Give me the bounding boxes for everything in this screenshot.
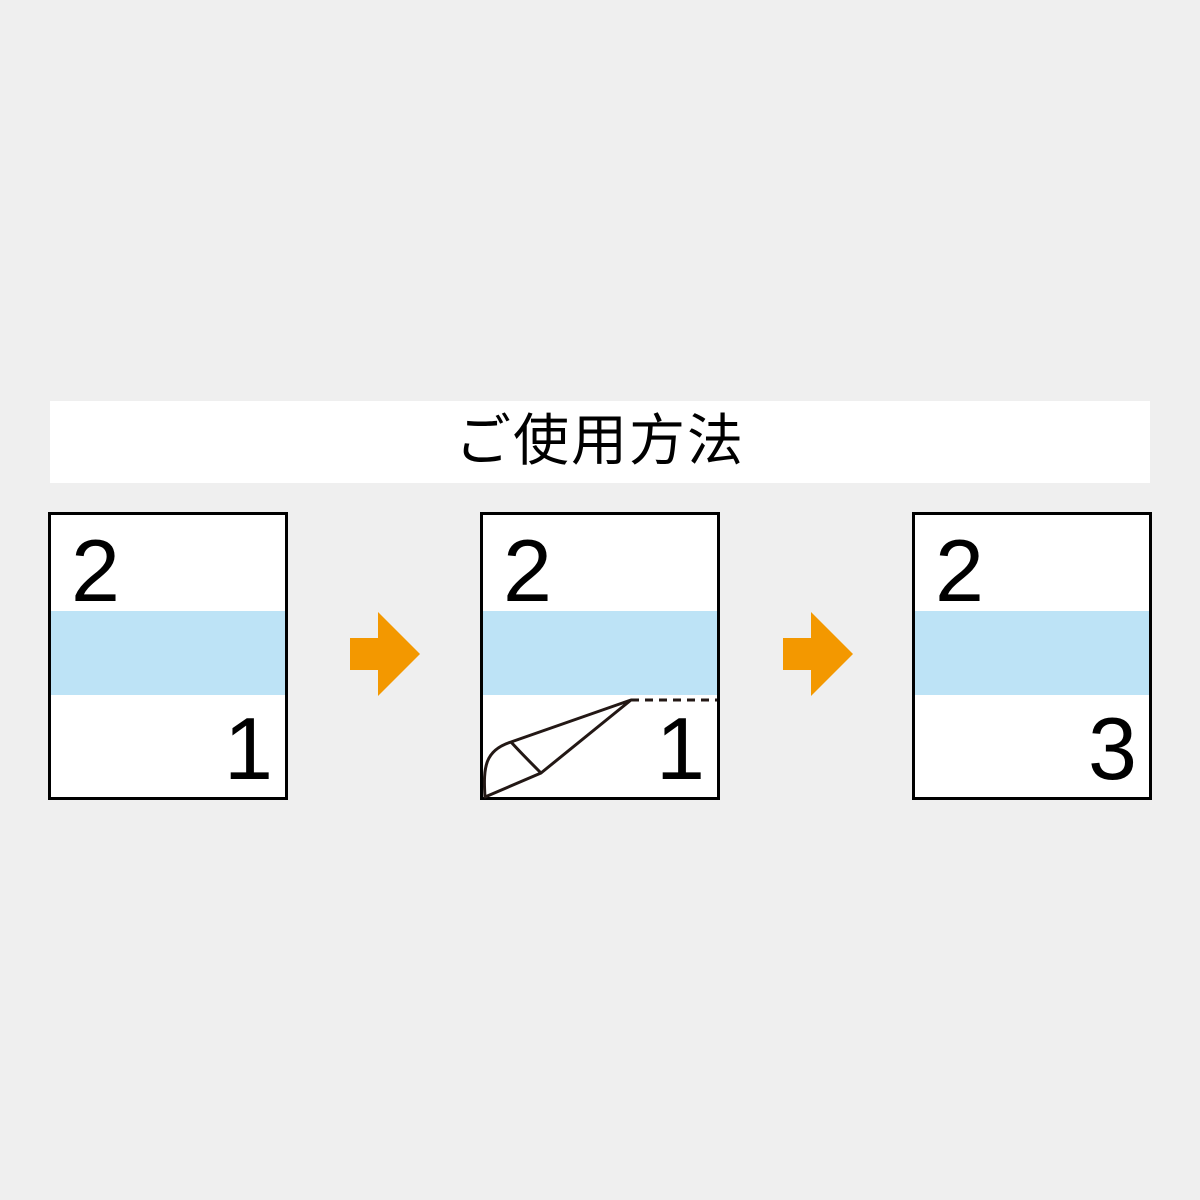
arrow-right-icon: [350, 612, 420, 696]
peel-flap: [482, 698, 633, 799]
peel-corner-icon: [482, 698, 717, 799]
step-3-top-number: 2: [935, 521, 984, 620]
step-card-3: 2 3: [912, 512, 1152, 800]
step-3-band: [915, 611, 1149, 695]
step-1-band: [51, 611, 285, 695]
step-2-top-number: 2: [503, 521, 552, 620]
step-1-top-number: 2: [71, 521, 120, 620]
page-title: ご使用方法: [455, 409, 745, 474]
step-2-band: [483, 611, 717, 695]
arrow-right-icon: [783, 612, 853, 696]
title-bar: ご使用方法: [50, 401, 1150, 483]
step-2-bottom-number: 1: [656, 699, 705, 798]
step-1-bottom-number: 1: [224, 699, 273, 798]
step-card-2: 2 1: [480, 512, 720, 800]
step-3-bottom-number: 3: [1088, 699, 1137, 798]
step-card-1: 2 1: [48, 512, 288, 800]
peel-curl: [509, 740, 543, 775]
